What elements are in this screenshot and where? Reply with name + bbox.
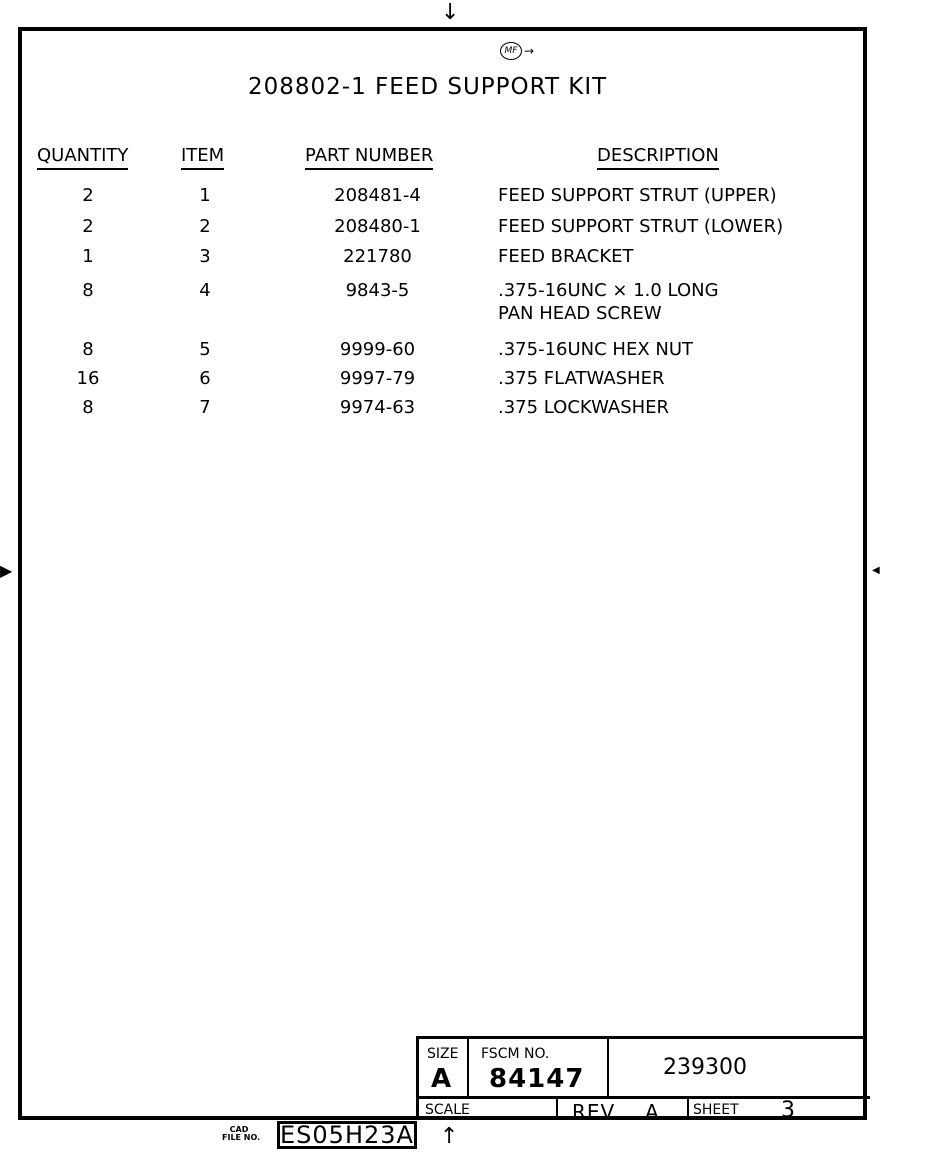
sheet-label: SHEET bbox=[693, 1102, 739, 1118]
rev-value: A bbox=[645, 1100, 659, 1124]
logo-mark: MF bbox=[500, 42, 522, 60]
row-part-number: 9999-60 bbox=[339, 339, 416, 360]
row-item: 5 bbox=[199, 339, 211, 360]
row-item: 7 bbox=[199, 397, 211, 418]
kit-title: 208802-1 FEED SUPPORT KIT bbox=[248, 74, 608, 100]
title-block: SIZE A FSCM NO. 84147 239300 SCALE REV A… bbox=[416, 1036, 870, 1124]
size-label: SIZE bbox=[427, 1046, 459, 1062]
row-part-number: 9974-63 bbox=[339, 397, 416, 418]
row-description: .375 LOCKWASHER bbox=[498, 397, 670, 418]
size-value: A bbox=[431, 1064, 452, 1094]
logo-arrow-icon: → bbox=[524, 44, 535, 58]
row-item: 6 bbox=[199, 368, 211, 389]
cad-file-number: ES05H23A bbox=[277, 1121, 417, 1149]
right-center-arrow-icon: ◀ bbox=[872, 565, 880, 576]
row-quantity: 8 bbox=[82, 339, 94, 360]
manufacturer-logo: MF → bbox=[500, 42, 534, 60]
row-description: FEED SUPPORT STRUT (LOWER) bbox=[498, 216, 784, 237]
row-part-number: 208480-1 bbox=[334, 216, 421, 237]
fscm-value: 84147 bbox=[489, 1064, 585, 1094]
row-quantity: 8 bbox=[82, 280, 94, 301]
row-item: 1 bbox=[199, 185, 211, 206]
row-description: .375-16UNC × 1.0 LONG bbox=[498, 280, 719, 301]
row-description: FEED SUPPORT STRUT (UPPER) bbox=[498, 185, 777, 206]
cad-file-label: CAD FILE NO. bbox=[222, 1126, 260, 1142]
row-quantity: 2 bbox=[82, 185, 94, 206]
row-quantity: 1 bbox=[82, 246, 94, 267]
top-center-arrow-icon: ↓ bbox=[441, 0, 460, 25]
row-item: 3 bbox=[199, 246, 211, 267]
row-item: 4 bbox=[199, 280, 211, 301]
row-part-number: 221780 bbox=[343, 246, 412, 267]
row-description-line-2: PAN HEAD SCREW bbox=[498, 303, 662, 324]
row-part-number: 9843-5 bbox=[345, 280, 410, 301]
row-quantity: 8 bbox=[82, 397, 94, 418]
drawing-border bbox=[18, 27, 867, 1120]
row-part-number: 208481-4 bbox=[334, 185, 421, 206]
row-description: .375-16UNC HEX NUT bbox=[498, 339, 694, 360]
row-description: FEED BRACKET bbox=[498, 246, 634, 267]
rev-label: REV bbox=[572, 1100, 616, 1124]
cad-label-top: CAD bbox=[229, 1125, 249, 1134]
header-description: DESCRIPTION bbox=[597, 145, 719, 170]
row-description: .375 FLATWASHER bbox=[498, 368, 665, 389]
row-quantity: 2 bbox=[82, 216, 94, 237]
header-item: ITEM bbox=[181, 145, 225, 170]
drawing-number: 239300 bbox=[663, 1055, 747, 1080]
fscm-label: FSCM NO. bbox=[481, 1046, 550, 1062]
row-part-number: 9997-79 bbox=[339, 368, 416, 389]
header-part-number: PART NUMBER bbox=[305, 145, 434, 170]
header-quantity: QUANTITY bbox=[37, 145, 129, 170]
bottom-center-arrow-icon: ↑ bbox=[440, 1124, 459, 1149]
row-quantity: 16 bbox=[76, 368, 100, 389]
sheet-value: 3 bbox=[781, 1098, 795, 1123]
row-item: 2 bbox=[199, 216, 211, 237]
cad-label-bottom: FILE NO. bbox=[222, 1133, 261, 1142]
scale-label: SCALE bbox=[425, 1102, 470, 1118]
left-center-arrow-icon: ▶ bbox=[0, 561, 13, 580]
